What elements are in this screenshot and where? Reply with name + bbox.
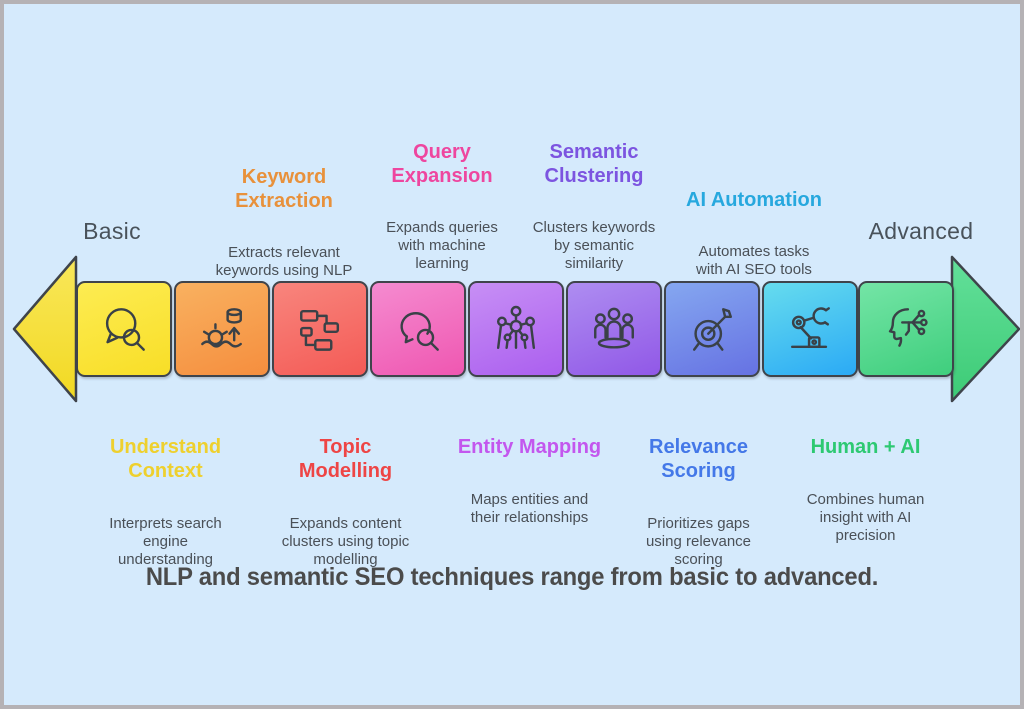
segment-semantic-clustering [566,281,662,377]
item-title: AI Automation [686,189,822,211]
basic-label: Basic [83,218,141,244]
item-title: Relevance Scoring [649,436,748,482]
head-circuit-icon [888,308,928,347]
item-description: Expands content clusters using topic mod… [281,515,410,568]
chat-search-icon [105,308,145,351]
item-description: Expands queries with machine learning [386,219,498,272]
flowchart-icon [300,309,340,351]
item-description: Combines human insight with AI precision [806,491,925,544]
segment-entity-mapping [468,281,564,377]
segment-understand-context [76,281,172,377]
people-group-icon [594,307,634,349]
target-arrow-icon [692,308,732,351]
segment-relevance-scoring [664,281,760,377]
item-title: Understand Context [109,436,222,482]
item-description: Clusters keywords by semantic similarity [532,219,656,272]
item-description: Prioritizes gaps using relevance scoring [645,515,752,568]
item-title: Semantic Clustering [544,141,644,187]
gear-data-upload-icon [201,308,242,348]
item-title: Entity Mapping [457,436,602,458]
item-title: Topic Modelling [298,436,393,482]
advanced-label: Advanced [868,218,974,244]
left-arrowhead [12,255,78,403]
item-title: Human + AI [810,436,921,458]
segment-keyword-extraction [174,281,270,377]
top-item-keyword-extraction: Keyword Extraction Extracts relevant key… [194,147,374,298]
item-title: Query Expansion [391,141,493,187]
robot-arm-icon [790,307,830,349]
segment-human-ai [858,281,954,377]
bottom-item-relevance-scoring: Relevance Scoring Prioritizes gaps using… [606,417,791,587]
top-item-semantic-clustering: Semantic Clustering Clusters keywords by… [504,122,684,291]
item-title: Keyword Extraction [235,166,333,212]
item-description: Maps entities and their relationships [470,491,589,526]
item-description: Automates tasks with AI SEO tools [696,243,812,278]
segment-ai-automation [762,281,858,377]
top-item-ai-automation: AI Automation Automates tasks with AI SE… [664,170,844,297]
segment-query-expansion [370,281,466,377]
item-description: Interprets search engine understanding [109,515,222,568]
item-description: Extracts relevant keywords using NLP [215,244,353,279]
bottom-item-understand-context: Understand Context Interprets search eng… [73,417,258,587]
network-nodes-icon [496,305,536,349]
segment-topic-modelling [272,281,368,377]
bottom-item-human-ai: Human + AI Combines human insight with A… [773,417,958,563]
top-item-query-expansion: Query Expansion Expands queries with mac… [352,122,532,291]
chat-search-icon [400,312,439,351]
bottom-item-topic-modelling: Topic Modelling Expands content clusters… [253,417,438,587]
bottom-item-entity-mapping: Entity Mapping Maps entities and their r… [437,417,622,545]
right-arrowhead [950,255,1020,403]
caption: NLP and semantic SEO techniques range fr… [145,563,879,591]
